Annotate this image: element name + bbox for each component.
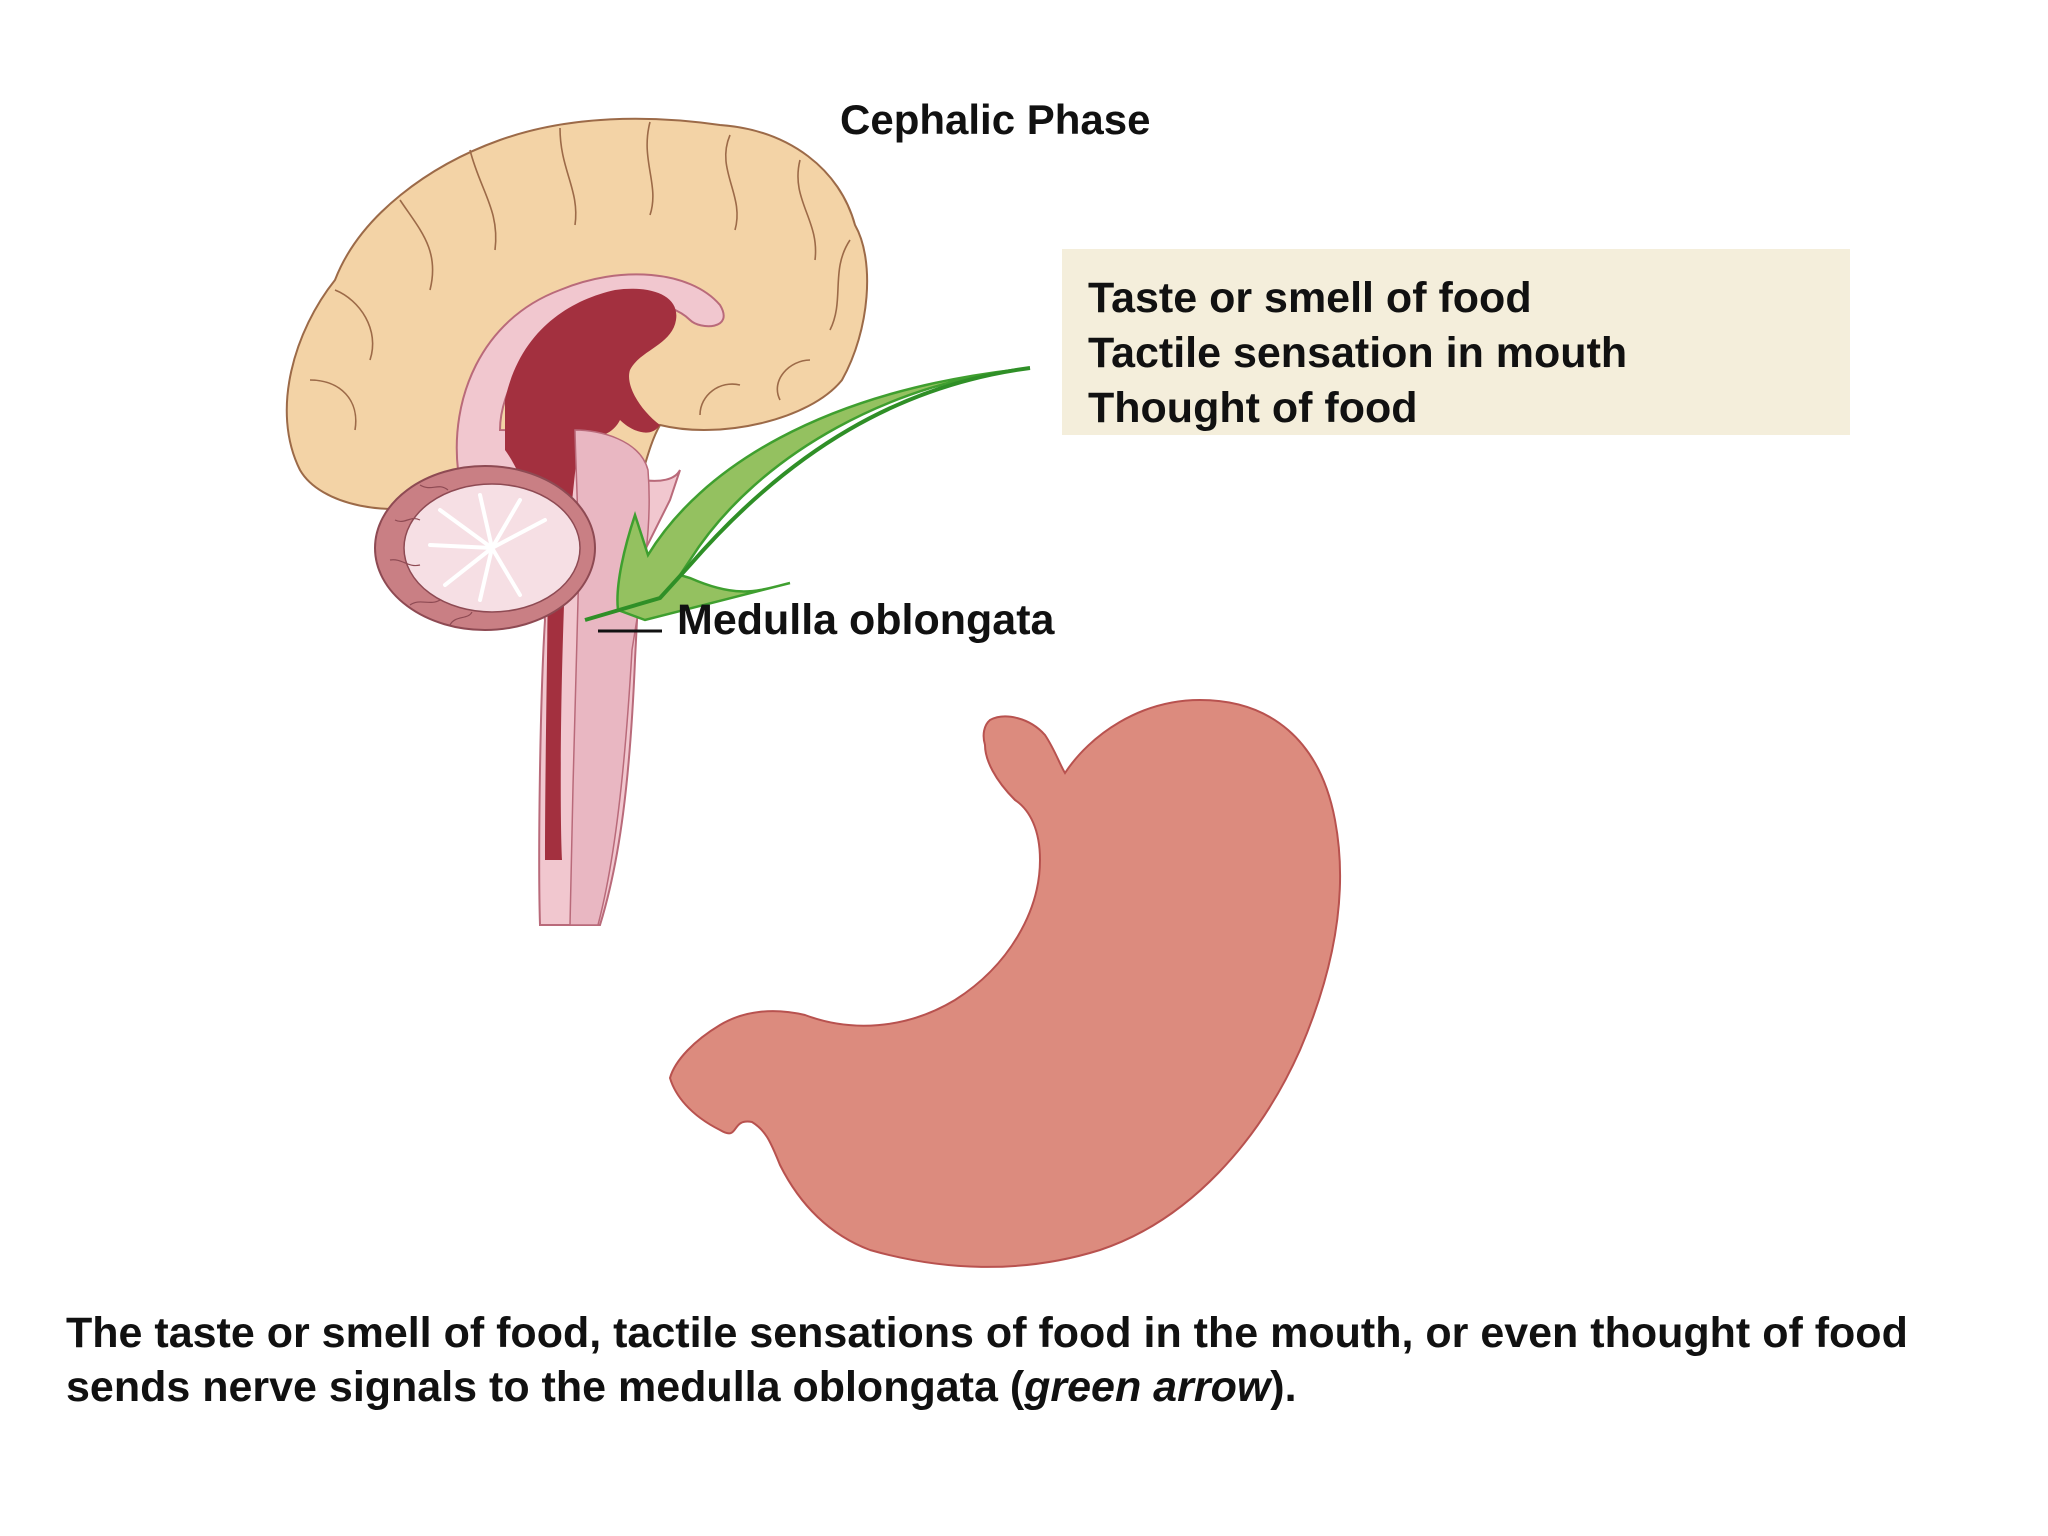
ventricle-shape (505, 288, 677, 860)
diagram-title: Cephalic Phase (840, 96, 1151, 143)
caption-emphasis: green arrow (1024, 1363, 1271, 1411)
figure-caption: The taste or smell of food, tactile sens… (66, 1306, 2006, 1414)
stimulus-thought: Thought of food (1088, 384, 1418, 432)
cerebellum-shape (374, 465, 596, 631)
stomach-icon (668, 698, 1342, 1268)
brain-sagittal-icon (285, 117, 869, 926)
caption-text-before: The taste or smell of food, tactile sens… (66, 1309, 1908, 1411)
stimulus-box: Taste or smell of food Tactile sensation… (1062, 249, 1850, 435)
medulla-label: Medulla oblongata (677, 596, 1055, 644)
brainstem-shape (569, 429, 650, 926)
gyri-lines (309, 121, 851, 431)
green-arrow-icon (584, 366, 1031, 622)
stimulus-taste-smell: Taste or smell of food (1088, 274, 1532, 322)
caption-text-after: ). (1270, 1363, 1297, 1411)
stimulus-tactile: Tactile sensation in mouth (1088, 329, 1628, 377)
